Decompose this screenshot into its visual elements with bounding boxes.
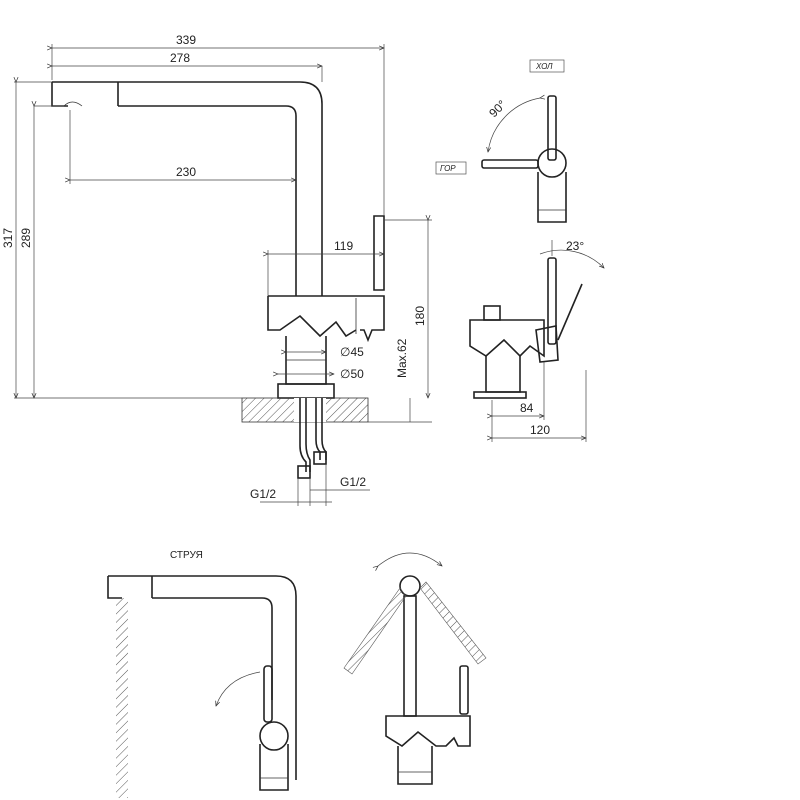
profile-body [469,319,545,358]
dim-label-120: 120 [530,423,550,437]
profile-base [473,391,527,399]
dim-label-278: 278 [170,51,190,65]
swivel-lever [459,665,469,715]
label-hol: ХОЛ [535,62,553,71]
temperature-control-view: ХОЛ ГОР 90° [435,59,567,223]
dim-label-max62: Max.62 [395,338,409,378]
rotation-arc-23 [539,249,604,268]
cartridge-circle [537,148,567,178]
body-block [267,295,385,343]
spray-view: СТРУЯ [107,550,297,798]
dim-label-180: 180 [413,306,427,326]
profile-cap [483,305,501,321]
lever-joint [535,325,559,363]
main-side-view: 339 278 230 119 317 289 180 Max.62 ∅45 ∅… [1,33,432,506]
spray-rotation-arrow [216,671,261,706]
label-struya: СТРУЯ [170,550,203,561]
dim-label-317: 317 [1,228,15,248]
fitting-right [313,451,327,465]
dim-label-d45: ∅45 [340,345,364,359]
fitting-left [297,465,311,479]
dim-label-g12-right: G1/2 [340,475,366,489]
dim-label-339: 339 [176,33,196,47]
temp-view-body [537,172,567,223]
water-stream [116,598,128,798]
side-profile-view: 23° 84 120 [469,239,604,442]
dim-label-230: 230 [176,165,196,179]
label-box-gor [435,161,467,175]
dim-label-d50: ∅50 [340,367,364,381]
dim-label-289: 289 [19,228,33,248]
lever-cold-position [547,95,557,161]
hose-left [299,398,307,472]
spray-lever [263,665,273,723]
hose-left-2 [305,398,311,472]
swivel-lower [397,746,433,785]
spray-spout [107,575,297,780]
profile-lower [485,356,521,393]
angle-label-23: 23° [566,239,584,253]
spray-cartridge [259,721,289,751]
lever-handle [373,215,385,291]
swivel-spray-left [343,587,407,675]
spout-outline [51,81,323,296]
swivel-body [385,715,471,747]
label-box-hol [529,59,565,73]
spray-body [259,744,289,791]
swivel-spray-right [419,581,487,665]
dim-label-g12-left: G1/2 [250,487,276,501]
dim-label-119: 119 [334,239,353,253]
angle-label-90: 90° [486,97,509,120]
lever-hot-position [481,159,539,169]
rotation-arc-90 [488,98,540,152]
base-ring [277,383,335,399]
swivel-column [403,595,417,717]
label-gor: ГОР [440,164,456,173]
lever-vertical [547,257,557,345]
swivel-view [343,552,487,785]
lever-tilted [557,283,583,341]
aerator-icon [63,101,83,107]
dim-label-84: 84 [520,401,534,415]
swivel-arrow [378,552,442,566]
